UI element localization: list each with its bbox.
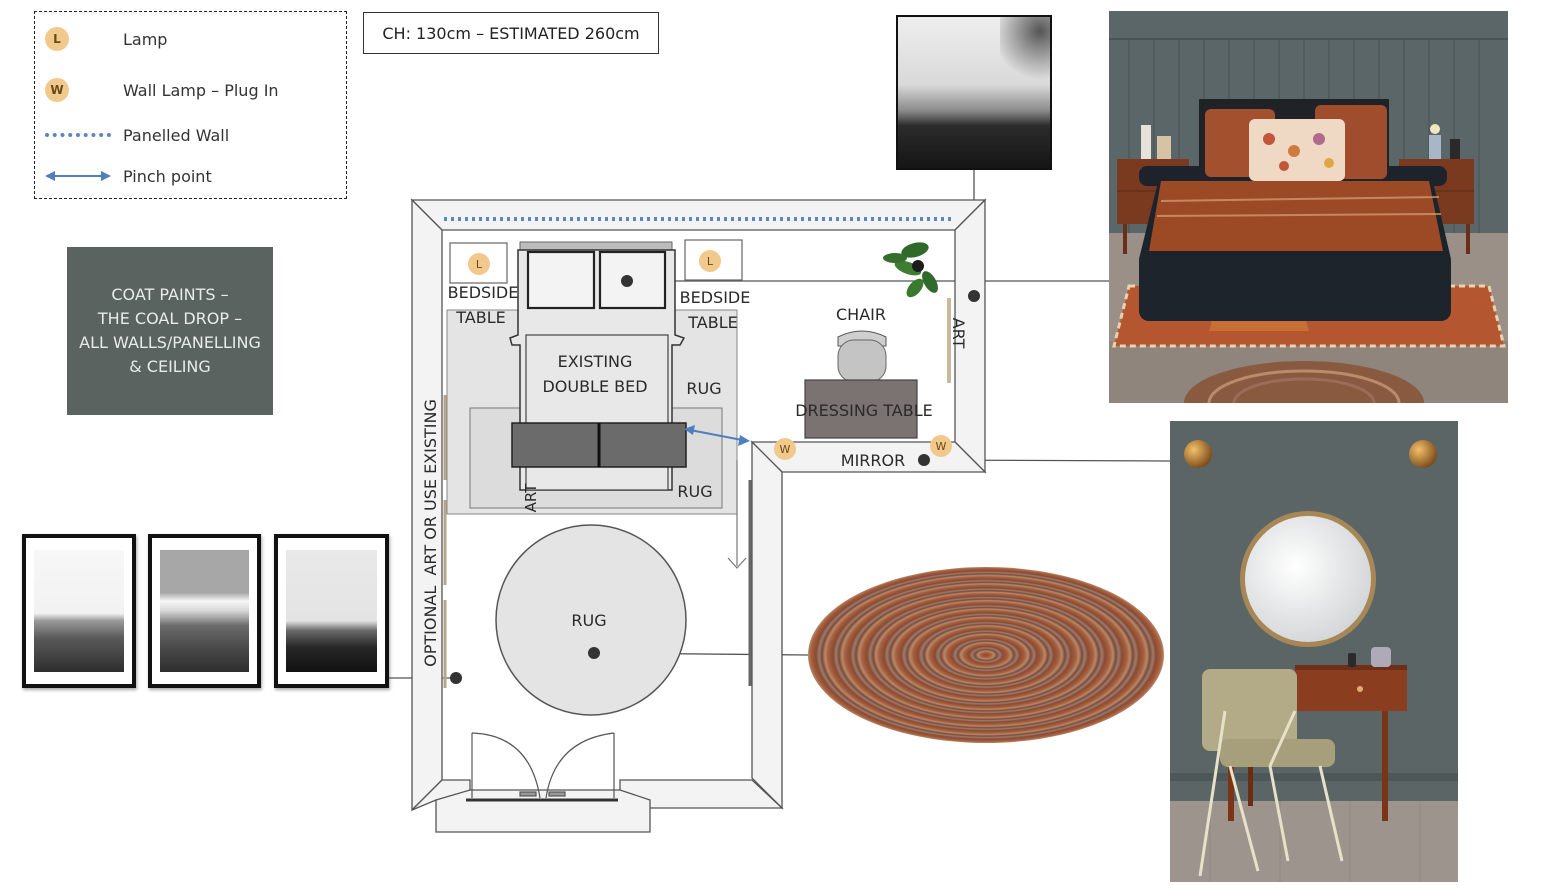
legend-item-pinch-point: Pinch point xyxy=(45,162,212,190)
ceiling-height-note: CH: 130cm – ESTIMATED 260cm xyxy=(363,12,659,54)
legend-label: Wall Lamp – Plug In xyxy=(123,80,279,100)
bedside-table-right-label: BEDSIDE xyxy=(680,288,751,307)
legend-label: Lamp xyxy=(123,29,168,49)
lamp-symbol: L xyxy=(476,258,483,271)
right-wall-lower xyxy=(751,440,783,810)
door-threshold xyxy=(435,789,651,833)
dressing-table xyxy=(804,379,918,439)
dressing-table-moodboard-image xyxy=(1170,421,1458,882)
pinch-point-arrow-icon xyxy=(45,171,111,181)
double-bed xyxy=(509,241,687,491)
braided-round-rug-image xyxy=(808,567,1164,743)
bedside-table-left-label: BEDSIDE xyxy=(448,283,519,302)
legend-label: Pinch point xyxy=(123,166,212,186)
chair xyxy=(837,330,887,383)
wall-lamp-icon: W xyxy=(45,78,69,102)
legend-item-panelled-wall: Panelled Wall xyxy=(45,121,229,149)
connector-dot xyxy=(588,647,600,659)
top-art-print-image xyxy=(896,15,1052,170)
wall-lamp-symbol: W xyxy=(780,443,791,456)
legend-label: Panelled Wall xyxy=(123,125,230,145)
panelled-wall-dotted-line-icon xyxy=(45,133,111,137)
wall-lamp-icon xyxy=(774,438,796,460)
paint-note-line: & CEILING xyxy=(129,357,211,376)
connector-dot xyxy=(450,672,462,684)
connector-dot xyxy=(918,454,930,466)
lamp-icon: L xyxy=(45,27,69,51)
art-right-label: ART xyxy=(949,318,968,349)
plant-icon xyxy=(883,242,938,298)
paint-note-line: THE COAL DROP – xyxy=(97,309,243,328)
rug-label: RUG xyxy=(686,379,721,398)
bedside-table-left-label: TABLE xyxy=(455,308,505,327)
round-rug-plan xyxy=(495,524,687,716)
rug-label: RUG xyxy=(677,482,712,501)
lamp-icon xyxy=(699,250,721,272)
mountain-range-print-image xyxy=(286,550,377,672)
pinch-point-arrow-icon xyxy=(684,425,750,446)
dressing-table-label: DRESSING TABLE xyxy=(795,401,933,420)
paint-note-line: ALL WALLS/PANELLING xyxy=(79,333,261,352)
legend-item-wall-lamp: W Wall Lamp – Plug In xyxy=(45,76,279,104)
bed-label: DOUBLE BED xyxy=(542,377,647,396)
wall-lamp-icon xyxy=(930,435,952,457)
gallery-frame-sea xyxy=(22,534,136,688)
lamp-icon xyxy=(468,253,490,275)
bedside-table-right-label: TABLE xyxy=(687,313,737,332)
double-door xyxy=(471,732,615,799)
chair-label: CHAIR xyxy=(836,305,886,324)
legend: L Lamp W Wall Lamp – Plug In Panelled Wa… xyxy=(34,11,347,199)
art-under-bed-label: ART xyxy=(522,483,540,513)
paint-note-line: COAT PAINTS – xyxy=(111,285,229,304)
round-rug-label: RUG xyxy=(571,611,606,630)
connector-dot xyxy=(621,275,633,287)
bed-moodboard-image xyxy=(1109,11,1508,403)
sea-waves-print-image xyxy=(34,550,124,672)
top-wall xyxy=(410,199,987,231)
paint-note: COAT PAINTS – THE COAL DROP – ALL WALLS/… xyxy=(67,247,273,415)
gallery-frame-mountain-range xyxy=(274,534,389,688)
lamp-symbol: L xyxy=(707,255,714,268)
walls xyxy=(410,198,987,833)
mountain-clouds-print-image xyxy=(160,550,249,672)
connector-dot xyxy=(968,290,980,302)
mirror-label: MIRROR xyxy=(841,451,905,470)
bed-label: EXISTING xyxy=(558,352,633,371)
optional-art-label: OPTIONAL ART OR USE EXISTING xyxy=(421,399,440,667)
wall-lamp-symbol: W xyxy=(936,440,947,453)
gallery-frame-mountain-clouds xyxy=(148,534,261,688)
legend-item-lamp: L Lamp xyxy=(45,25,167,53)
